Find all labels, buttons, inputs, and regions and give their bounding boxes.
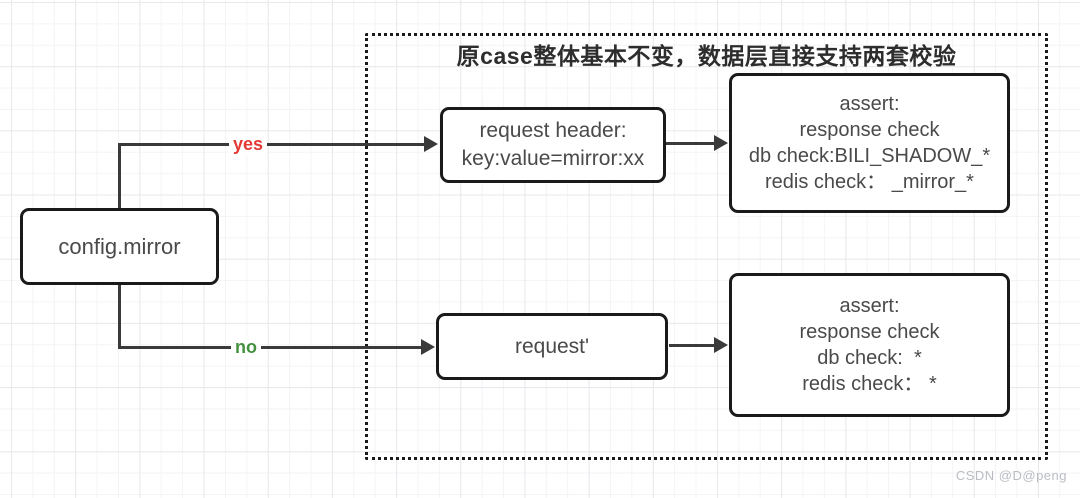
arrowhead-icon [714,337,728,353]
node-label: request' [514,334,590,358]
node-assert-plain-checks[interactable]: assert: response check db check: * redis… [729,273,1010,417]
edge-no-vertical-line [118,285,121,348]
node-label-line: redis check： * [802,373,937,395]
validation-frame: 原case整体基本不变，数据层直接支持两套校验 [365,33,1048,460]
edge-yes-horizontal-line [118,143,424,146]
node-label-line: response check [799,119,940,141]
node-label-line: redis check： _mirror_* [765,171,974,193]
node-label-line: db check:BILI_SHADOW_* [748,145,991,167]
frame-title: 原case整体基本不变，数据层直接支持两套校验 [456,43,957,69]
arrowhead-icon [421,339,435,355]
edge-no-horizontal-line [118,346,421,349]
node-label-line: assert: [839,93,900,115]
node-label-line: key:value=mirror:xx [461,147,645,170]
csdn-watermark: CSDN @D@peng [955,468,1067,483]
node-label-line: db check: * [817,347,922,369]
edge-yes-vertical-line [118,144,121,209]
node-config-mirror[interactable]: config.mirror [20,208,219,285]
edge-request-to-assert-line [669,344,716,347]
arrowhead-icon [714,135,728,151]
node-label: config.mirror [58,233,181,259]
node-request-header[interactable]: request header: key:value=mirror:xx [440,107,666,183]
edge-label-yes: yes [229,133,268,155]
arrowhead-icon [424,136,438,152]
node-request-plain[interactable]: request' [436,313,668,380]
node-label-line: assert: [839,295,900,317]
node-label-line: response check [799,321,940,343]
edge-header-to-assert-line [666,142,716,145]
node-assert-mirror-checks[interactable]: assert: response check db check:BILI_SHA… [729,73,1010,213]
edge-label-no: no [231,336,261,358]
node-label-line: request header: [479,119,627,142]
